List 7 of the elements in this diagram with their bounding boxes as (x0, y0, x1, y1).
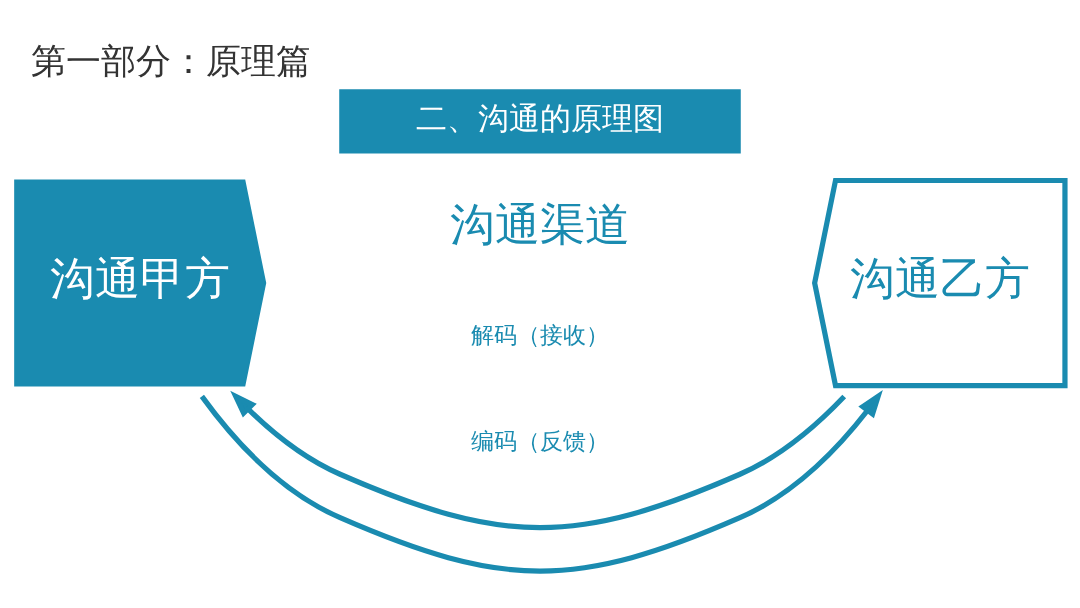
label: 编码（反馈） (471, 427, 609, 454)
node-box: 二、沟通的原理图 (339, 88, 741, 154)
label: 沟通渠道 (450, 197, 630, 251)
arrow (230, 390, 847, 530)
label: 解码（接收） (471, 321, 609, 348)
arrow (199, 389, 883, 573)
diagram-title: 第一部分：原理篇 (30, 40, 311, 81)
